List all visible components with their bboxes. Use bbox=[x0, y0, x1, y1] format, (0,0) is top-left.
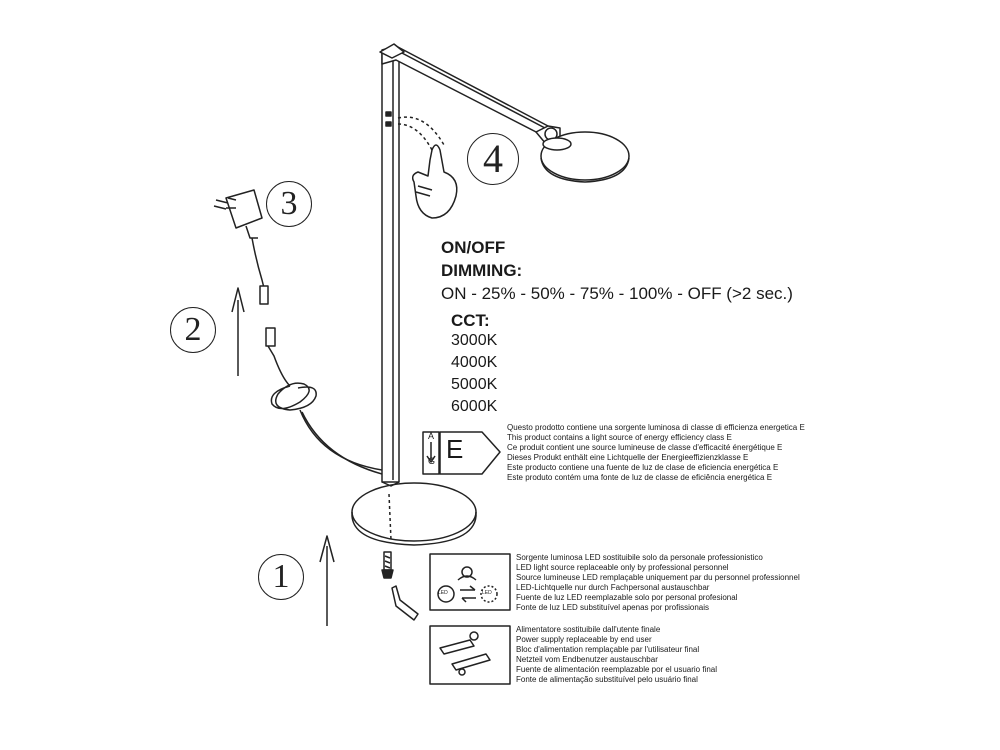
energy-line: Este produto contém uma fonte de luz de … bbox=[507, 473, 773, 482]
lamp-arm bbox=[379, 43, 549, 135]
psu-notice-line: Fuente de alimentación reemplazable por … bbox=[516, 665, 718, 674]
psu-notice-line: Fonte de alimentação substituível pelo u… bbox=[516, 675, 698, 684]
psu-notice-line: Bloc d'alimentation remplaçable par l'ut… bbox=[516, 645, 700, 654]
step-number-2: 2 bbox=[170, 307, 216, 353]
cct-value: 5000K bbox=[451, 376, 498, 393]
dimming-label: DIMMING: bbox=[441, 261, 523, 280]
allen-key bbox=[391, 585, 419, 621]
led-notice-box bbox=[429, 553, 511, 611]
step-number-3: 3 bbox=[266, 181, 312, 227]
energy-line: Questo prodotto contiene una sorgente lu… bbox=[507, 423, 805, 432]
led-icon-text: LED bbox=[482, 590, 492, 596]
led-icon-text: LED bbox=[438, 590, 448, 596]
psu-notice-text: Alimentatore sostituibile dall'utente fi… bbox=[516, 625, 717, 685]
led-notice-text: Sorgente luminosa LED sostituibile solo … bbox=[516, 553, 800, 613]
touch-gesture-icon bbox=[397, 116, 445, 151]
cct-value: 3000K bbox=[451, 332, 498, 349]
led-notice-line: Fonte de luz LED substituível apenas por… bbox=[516, 603, 709, 612]
dimming-sequence: ON - 25% - 50% - 75% - 100% - OFF (>2 se… bbox=[441, 284, 793, 303]
psu-notice-box bbox=[429, 625, 511, 685]
psu-notice-line: Alimentatore sostituibile dall'utente fi… bbox=[516, 625, 661, 634]
onoff-label: ON/OFF bbox=[441, 238, 506, 257]
energy-label-frame bbox=[422, 431, 501, 475]
arrow-up-1 bbox=[319, 535, 335, 626]
energy-line: Ce produit contient une source lumineuse… bbox=[507, 443, 783, 452]
step-number-4: 4 bbox=[467, 133, 519, 185]
led-notice-line: LED light source replaceable only by pro… bbox=[516, 563, 729, 572]
led-notice-line: Fuente de luz LED reemplazable solo por … bbox=[516, 593, 738, 602]
energy-line: Dieses Produkt enthält eine Lichtquelle … bbox=[507, 453, 749, 462]
led-notice-line: LED-Lichtquelle nur durch Fachpersonal a… bbox=[516, 583, 710, 592]
energy-scale-bottom: G bbox=[428, 456, 436, 466]
screw bbox=[381, 551, 394, 579]
cct-value: 6000K bbox=[451, 398, 498, 415]
psu-notice-line: Netzteil vom Endbenutzer austauschbar bbox=[516, 655, 658, 664]
led-notice-line: Source lumineuse LED remplaçable uniquem… bbox=[516, 573, 800, 582]
cct-value: 4000K bbox=[451, 354, 498, 371]
step-number-1: 1 bbox=[258, 554, 304, 600]
energy-label-text: Questo prodotto contiene una sorgente lu… bbox=[507, 423, 805, 483]
psu-notice-line: Power supply replaceable by end user bbox=[516, 635, 652, 644]
arrow-up-2 bbox=[231, 287, 245, 376]
lamp-base bbox=[351, 482, 477, 546]
lamp-head bbox=[535, 125, 630, 183]
cct-label: CCT: bbox=[451, 311, 490, 330]
energy-line: Este producto contiene una fuente de luz… bbox=[507, 463, 779, 472]
energy-line: This product contains a light source of … bbox=[507, 433, 732, 442]
energy-class: E bbox=[446, 434, 464, 464]
hand-icon bbox=[411, 144, 458, 219]
led-notice-line: Sorgente luminosa LED sostituibile solo … bbox=[516, 553, 763, 562]
power-cable bbox=[265, 327, 383, 475]
power-adapter bbox=[213, 189, 269, 305]
energy-scale-top: A bbox=[428, 431, 435, 441]
lamp-pole bbox=[381, 51, 400, 487]
